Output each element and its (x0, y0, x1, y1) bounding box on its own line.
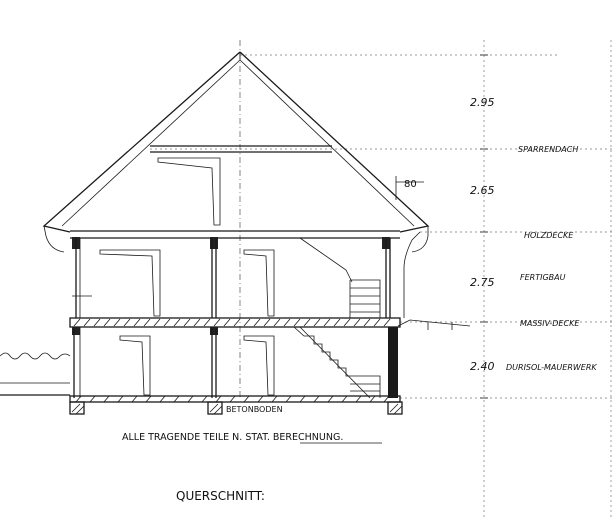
dimension-ticks (397, 54, 488, 399)
drawing-caption: ALLE TRAGENDE TEILE N. STAT. BERECHNUNG. (122, 432, 343, 443)
upper-storey-walls (72, 231, 421, 318)
level-label-holzdecke: HOLZDECKE (524, 231, 574, 240)
lower-stair (293, 326, 381, 399)
height-label-massivdecke: 2.40 (470, 360, 495, 373)
massiv-decke-slab (69, 317, 401, 335)
height-label-sparrendach: 2.95 (470, 96, 495, 109)
floor-slab (69, 395, 401, 403)
foundations (69, 401, 403, 415)
level-label-massivdecke: MASSIV-DECKE (520, 319, 580, 328)
upper-window-left (99, 249, 161, 317)
lower-window-left (119, 335, 151, 396)
level-label-durisol: DURISOL-MAUERWERK (506, 363, 597, 372)
lower-window-right (243, 335, 275, 396)
upper-stair (299, 237, 381, 318)
roof-overhang-dimension: 80 (395, 176, 424, 200)
upper-window-right (243, 249, 275, 317)
terrain-scribble (0, 352, 71, 360)
height-label-fertigbau: 2.75 (470, 276, 495, 289)
floor-label: BETONBODEN (226, 405, 283, 414)
roof (42, 51, 430, 253)
height-label-holzdecke: 2.65 (470, 184, 495, 197)
level-label-fertigbau: FERTIGBAU (520, 273, 566, 282)
level-label-sparrendach: SPARRENDACH (518, 145, 578, 154)
lower-storey-walls (73, 327, 398, 398)
roof-overhang-dim-label: 80 (404, 179, 417, 190)
holzdecke-beam (70, 230, 400, 249)
drawing-title: QUERSCHNITT: (176, 489, 265, 503)
attic-window (157, 157, 221, 226)
